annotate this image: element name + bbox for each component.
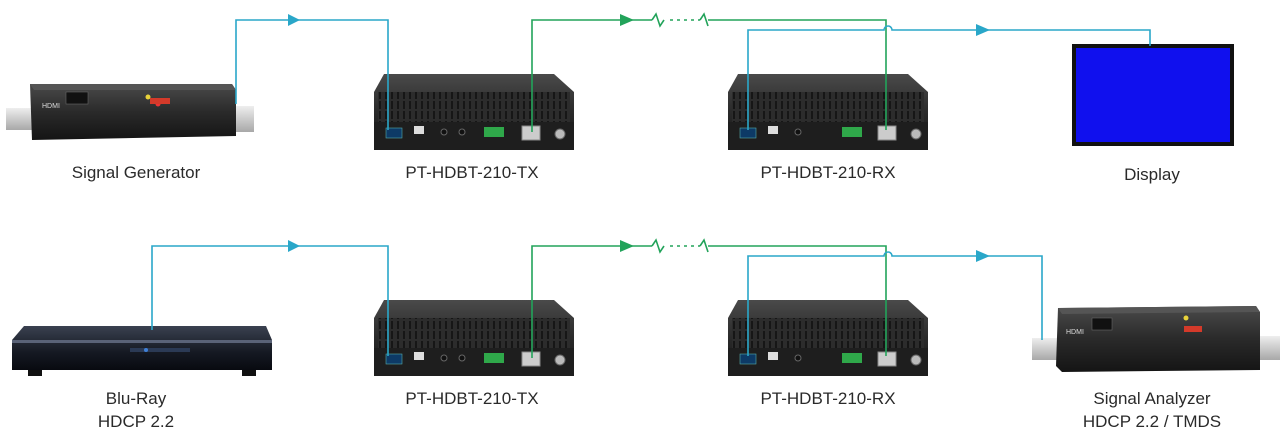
label-line: HDCP 2.2 / TMDS [1083, 412, 1221, 431]
sink-label: Display [1124, 165, 1180, 184]
display-screen [1076, 48, 1230, 142]
arrow-icon [620, 14, 634, 26]
label-line: HDCP 2.2 [98, 412, 174, 431]
rj45-port-icon [521, 125, 541, 141]
row-1: HDMI [6, 12, 1234, 184]
tx-device [374, 74, 574, 150]
rx-label: PT-HDBT-210-RX [760, 389, 895, 408]
hdmi-cable [235, 19, 389, 130]
svg-text:HDMI: HDMI [42, 103, 60, 110]
rx-device [728, 74, 928, 150]
tx-label: PT-HDBT-210-TX [405, 389, 538, 408]
label-line: Blu-Ray [106, 389, 167, 408]
rj45-port-icon [877, 125, 897, 141]
hdbaset-cable [531, 238, 887, 358]
label-line: Display [1124, 165, 1180, 184]
bluray-device [12, 326, 272, 376]
rj45-port-icon [521, 351, 541, 367]
hdbaset-cable [531, 12, 887, 132]
label-line: Signal Generator [72, 163, 201, 182]
arrow-icon [620, 240, 634, 252]
arrow-icon [976, 24, 990, 36]
terminal-block-icon [484, 353, 504, 363]
tx-device [374, 300, 574, 376]
arrow-icon [288, 240, 300, 252]
terminal-block-icon [842, 127, 862, 137]
row-2: HDMI Blu-Ray HDCP 2.2 PT-HDBT-210-TX PT-… [12, 238, 1280, 431]
tx-label: PT-HDBT-210-TX [405, 163, 538, 182]
rx-label: PT-HDBT-210-RX [760, 163, 895, 182]
sink-label: Signal Analyzer HDCP 2.2 / TMDS [1083, 389, 1221, 431]
hdmi-port-icon [385, 127, 403, 139]
signal-analyzer-device: HDMI [1032, 306, 1280, 372]
label-line: Signal Analyzer [1093, 389, 1211, 408]
signal-generator-device: HDMI [6, 84, 254, 140]
rx-device [728, 300, 928, 376]
svg-text:HDMI: HDMI [1066, 329, 1084, 336]
status-led-icon [1183, 315, 1189, 321]
display-device [1072, 44, 1234, 146]
rj45-port-icon [877, 351, 897, 367]
arrow-icon [976, 250, 990, 262]
hdmi-cable [747, 251, 1043, 356]
hdmi-port-icon [385, 353, 403, 365]
status-led-icon [145, 94, 151, 100]
source-label: Blu-Ray HDCP 2.2 [98, 389, 174, 431]
terminal-block-icon [842, 353, 862, 363]
hdmi-cable [747, 25, 1151, 130]
source-label: Signal Generator [72, 163, 201, 182]
hdmi-cable [151, 245, 389, 356]
arrow-icon [288, 14, 300, 26]
terminal-block-icon [484, 127, 504, 137]
